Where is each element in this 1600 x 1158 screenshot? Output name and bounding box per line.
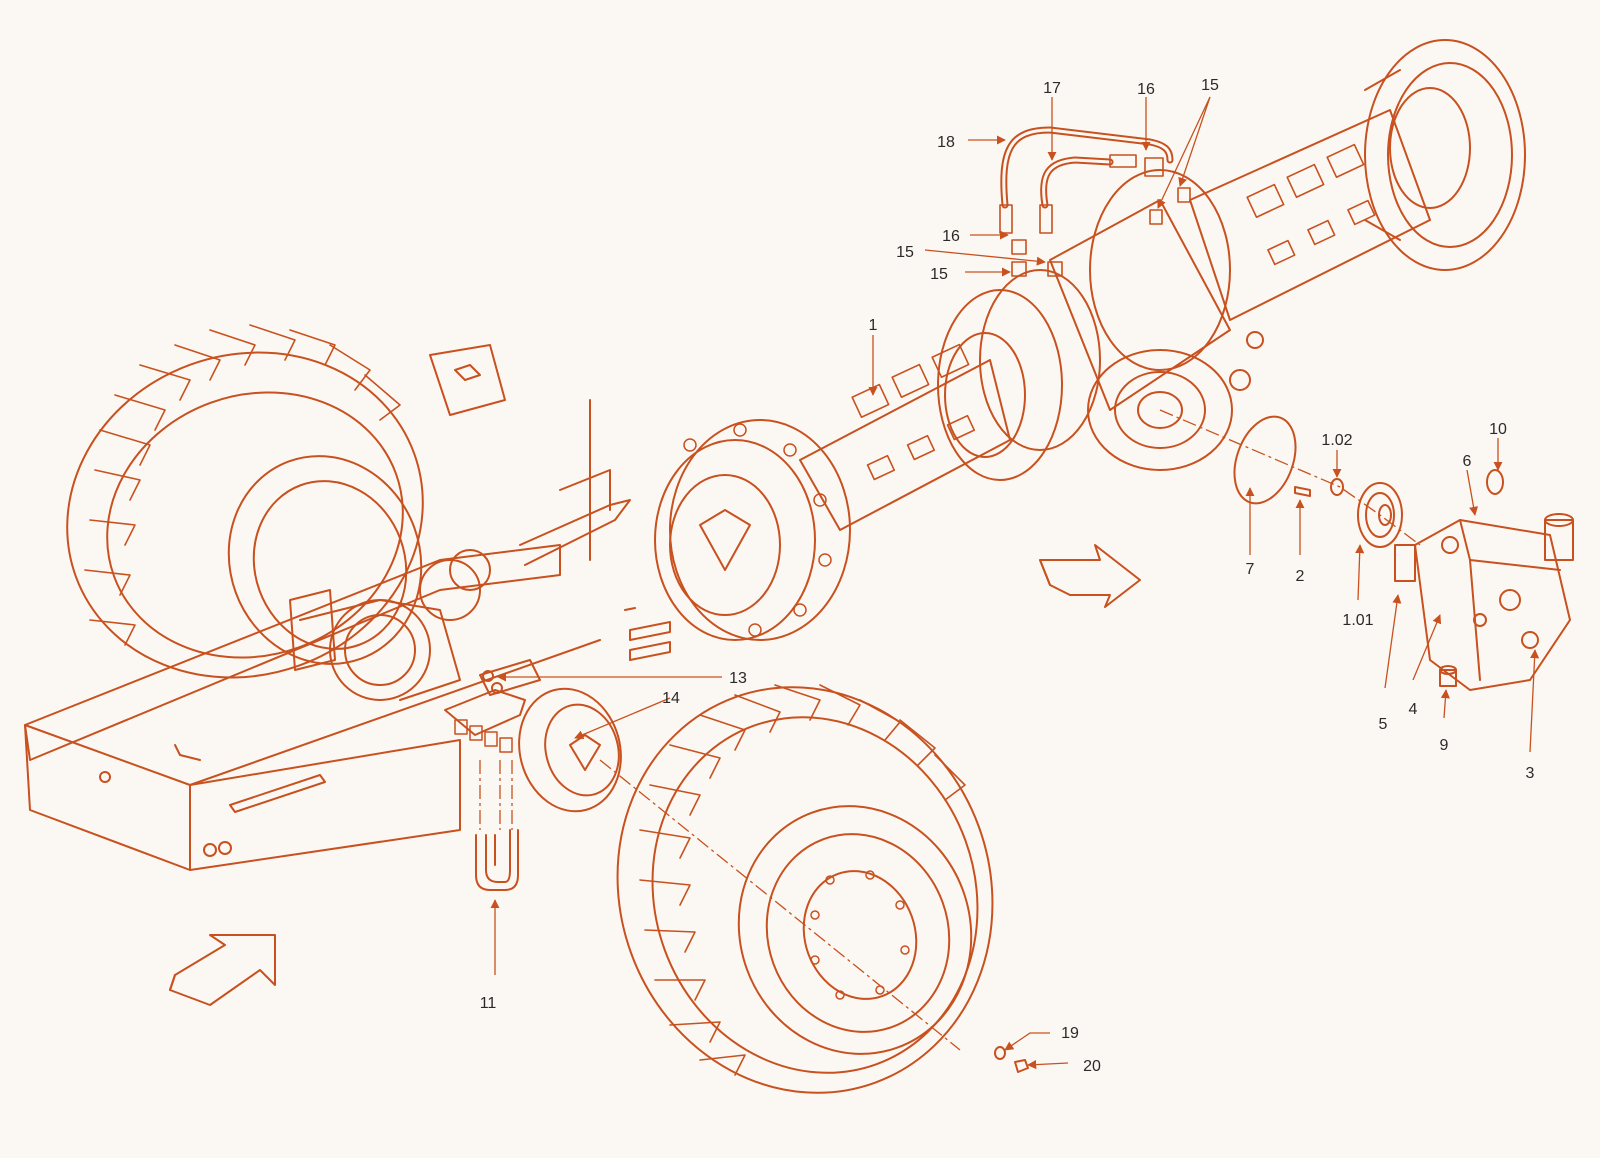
callout-1: 1 [869, 317, 878, 334]
callout-1-02: 1.02 [1321, 432, 1352, 449]
callout-labels: 1 1.01 1.02 2 3 4 5 6 7 9 10 11 13 14 15… [480, 77, 1535, 1075]
wheel-hub-14 [444, 659, 622, 813]
right-tire [616, 684, 994, 1094]
callout-16-top: 16 [1137, 81, 1155, 98]
chassis-frame [24, 344, 631, 871]
callout-20: 20 [1083, 1058, 1101, 1075]
callout-14: 14 [662, 690, 680, 707]
callout-1-01: 1.01 [1342, 612, 1373, 629]
direction-arrow-icon [169, 934, 276, 1006]
direction-arrow-icon [1039, 544, 1141, 608]
u-bolts [475, 829, 519, 891]
hydraulic-motor [1394, 469, 1574, 691]
callout-9: 9 [1440, 737, 1449, 754]
left-tire [66, 324, 424, 679]
callout-2: 2 [1296, 568, 1305, 585]
callout-17: 17 [1043, 80, 1061, 97]
callout-10: 10 [1489, 421, 1507, 438]
callout-15-mid: 15 [896, 244, 914, 261]
callout-5: 5 [1379, 716, 1388, 733]
hydraulic-hoses [999, 126, 1191, 277]
axle-assembly [654, 39, 1526, 641]
callout-16-mid: 16 [942, 228, 960, 245]
wheel-fasteners [994, 1046, 1029, 1073]
callout-15-low: 15 [930, 266, 948, 283]
callout-13: 13 [729, 670, 747, 687]
callout-7: 7 [1246, 561, 1255, 578]
callout-6: 6 [1463, 453, 1472, 470]
frame-internals [289, 549, 491, 701]
shims [624, 607, 671, 661]
callout-18: 18 [937, 134, 955, 151]
callout-4: 4 [1409, 701, 1418, 718]
callout-19: 19 [1061, 1025, 1079, 1042]
callout-3: 3 [1526, 765, 1535, 782]
callout-11: 11 [480, 995, 497, 1012]
leader-lines [479, 96, 1540, 1070]
callout-15-top: 15 [1201, 77, 1219, 94]
